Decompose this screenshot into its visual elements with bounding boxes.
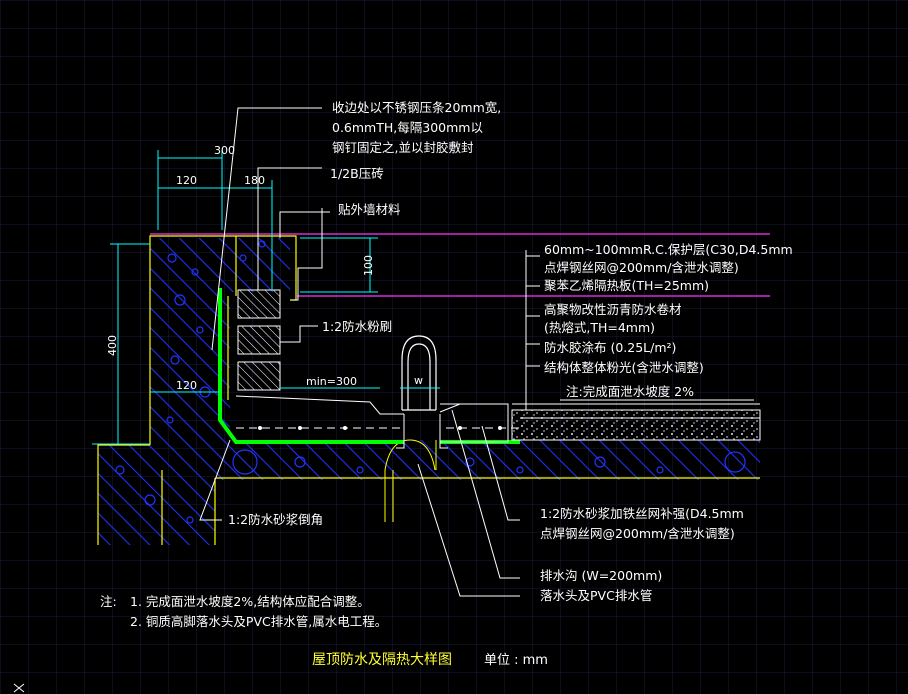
- label-steel-strip-3: 钢钉固定之,並以封胶敷封: [332, 140, 473, 155]
- label-drain: 落水头及PVC排水管: [540, 588, 652, 603]
- dim-120-top: 120: [176, 174, 197, 187]
- finish-lines: [150, 233, 770, 297]
- brick-blocks: [237, 289, 281, 391]
- label-leveling: 结构体整体粉光(含泄水调整): [544, 360, 704, 375]
- dim-100: 100: [362, 255, 375, 276]
- notes-prefix: 注:: [100, 594, 117, 609]
- drawing-title: 屋顶防水及隔热大样图: [312, 652, 452, 668]
- concrete-structure: [97, 235, 760, 545]
- note-1: 1. 完成面泄水坡度2%,结构体应配合调整。: [130, 594, 370, 609]
- label-protect-1: 60mm~100mmR.C.保护层(C30,D4.5mm: [544, 242, 793, 257]
- label-plaster: 1:2防水粉刷: [322, 319, 392, 334]
- ucs-icon: [13, 683, 25, 693]
- dim-min300: min=300: [306, 375, 357, 388]
- note-2: 2. 铜质高脚落水头及PVC排水管,属水电工程。: [130, 614, 387, 629]
- label-brick: 1/2B压砖: [330, 166, 384, 181]
- label-membrane-1: 高聚物改性沥青防水卷材: [544, 302, 682, 317]
- label-wall-finish: 贴外墙材料: [338, 202, 401, 217]
- label-mortar-1: 1:2防水砂浆加铁丝网补强(D4.5mm: [540, 506, 744, 521]
- dim-400: 400: [106, 335, 119, 356]
- dim-300: 300: [214, 144, 235, 157]
- label-membrane-2: (热熔式,TH=4mm): [544, 320, 655, 335]
- label-steel-strip-1: 收边处以不锈钢压条20mm宽,: [332, 100, 501, 115]
- label-fillet: 1:2防水砂浆倒角: [228, 512, 323, 527]
- dimension-lines: [92, 150, 440, 445]
- roof-layers: [235, 395, 761, 449]
- label-insulation: 聚苯乙烯隔热板(TH=25mm): [544, 278, 709, 293]
- label-protect-2: 点焊钢丝网@200mm/含泄水调整): [544, 260, 739, 275]
- dim-180: 180: [244, 174, 265, 187]
- drain-head: [401, 335, 437, 411]
- drawing-unit: 单位 : mm: [484, 653, 548, 668]
- leader-lines: [199, 107, 754, 597]
- label-coating: 防水胶涂布 (0.25L/m²): [544, 340, 676, 355]
- label-slope-note: 注:完成面泄水坡度 2%: [566, 384, 694, 399]
- label-gutter: 排水沟 (W=200mm): [540, 568, 662, 583]
- dim-w: w: [414, 374, 423, 387]
- label-steel-strip-2: 0.6mmTH,每隔300mm以: [332, 120, 483, 135]
- label-mortar-2: 点焊钢丝网@200mm/含泄水调整): [540, 526, 735, 541]
- dim-120-mid: 120: [176, 379, 197, 392]
